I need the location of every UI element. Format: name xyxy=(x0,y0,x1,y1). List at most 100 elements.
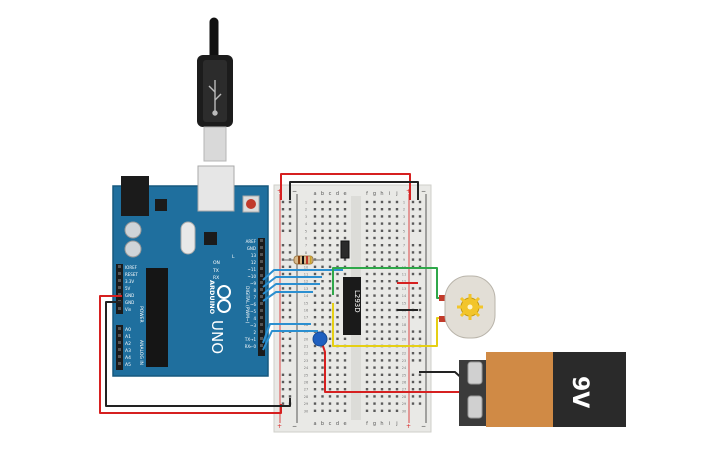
header-pin[interactable] xyxy=(118,341,121,344)
breadboard-hole[interactable] xyxy=(380,251,384,254)
breadboard-hole[interactable] xyxy=(336,200,339,204)
breadboard-hole[interactable] xyxy=(395,229,399,232)
breadboard-hole[interactable] xyxy=(395,208,399,211)
rail-hole[interactable] xyxy=(411,380,415,384)
breadboard-hole[interactable] xyxy=(343,208,347,211)
breadboard-hole[interactable] xyxy=(313,366,317,369)
breadboard-hole[interactable] xyxy=(321,294,324,297)
breadboard-hole[interactable] xyxy=(328,352,332,355)
breadboard-hole[interactable] xyxy=(373,373,376,376)
header-pin[interactable] xyxy=(118,362,121,365)
rail-hole[interactable] xyxy=(411,352,415,355)
rail-hole[interactable] xyxy=(418,402,422,405)
breadboard-hole[interactable] xyxy=(373,272,376,276)
breadboard-hole[interactable] xyxy=(336,308,339,312)
breadboard-hole[interactable] xyxy=(328,208,332,211)
rail-hole[interactable] xyxy=(281,373,285,376)
rail-hole[interactable] xyxy=(281,265,285,268)
breadboard-hole[interactable] xyxy=(343,359,347,362)
breadboard-hole[interactable] xyxy=(380,352,384,355)
l293d-chip[interactable]: L293D xyxy=(343,277,361,335)
breadboard-hole[interactable] xyxy=(365,244,369,247)
rail-hole[interactable] xyxy=(411,395,415,398)
breadboard-hole[interactable] xyxy=(388,337,391,340)
breadboard-hole[interactable] xyxy=(380,215,384,218)
breadboard-hole[interactable] xyxy=(343,366,347,369)
breadboard-hole[interactable] xyxy=(373,251,376,254)
rail-hole[interactable] xyxy=(411,222,415,225)
breadboard-hole[interactable] xyxy=(373,359,376,362)
breadboard-hole[interactable] xyxy=(395,380,399,384)
breadboard-hole[interactable] xyxy=(343,229,347,232)
breadboard-hole[interactable] xyxy=(395,388,399,391)
breadboard-hole[interactable] xyxy=(321,208,324,211)
breadboard-hole[interactable] xyxy=(336,280,339,283)
breadboard-hole[interactable] xyxy=(380,294,384,297)
breadboard-hole[interactable] xyxy=(343,402,347,405)
breadboard-hole[interactable] xyxy=(321,215,324,218)
breadboard-hole[interactable] xyxy=(380,236,384,240)
breadboard-hole[interactable] xyxy=(388,409,391,412)
breadboard-hole[interactable] xyxy=(321,222,324,225)
rail-hole[interactable] xyxy=(418,251,422,254)
breadboard-hole[interactable] xyxy=(343,215,347,218)
breadboard-hole[interactable] xyxy=(328,215,332,218)
breadboard-hole[interactable] xyxy=(380,208,384,211)
rail-hole[interactable] xyxy=(288,200,292,204)
breadboard-hole[interactable] xyxy=(388,330,391,333)
header-pin[interactable] xyxy=(260,323,263,326)
breadboard-hole[interactable] xyxy=(388,323,391,326)
breadboard-hole[interactable] xyxy=(365,208,369,211)
rail-hole[interactable] xyxy=(418,258,422,261)
breadboard-hole[interactable] xyxy=(395,272,399,276)
breadboard-hole[interactable] xyxy=(313,301,317,304)
rail-hole[interactable] xyxy=(411,208,415,211)
breadboard-hole[interactable] xyxy=(388,366,391,369)
breadboard-hole[interactable] xyxy=(388,373,391,376)
breadboard-hole[interactable] xyxy=(388,301,391,304)
breadboard-hole[interactable] xyxy=(343,222,347,225)
breadboard-hole[interactable] xyxy=(336,388,339,391)
breadboard-hole[interactable] xyxy=(373,402,376,405)
breadboard-hole[interactable] xyxy=(313,352,317,355)
breadboard-hole[interactable] xyxy=(373,280,376,283)
breadboard-hole[interactable] xyxy=(313,251,317,254)
breadboard-hole[interactable] xyxy=(388,316,391,319)
breadboard-hole[interactable] xyxy=(373,244,376,247)
rail-hole[interactable] xyxy=(281,395,285,398)
breadboard-hole[interactable] xyxy=(395,352,399,355)
breadboard-hole[interactable] xyxy=(365,402,369,405)
header-pin[interactable] xyxy=(118,348,121,351)
breadboard-hole[interactable] xyxy=(336,380,339,384)
breadboard-hole[interactable] xyxy=(321,373,324,376)
wire-red-battery[interactable] xyxy=(320,339,466,393)
breadboard-hole[interactable] xyxy=(336,352,339,355)
breadboard-hole[interactable] xyxy=(365,258,369,261)
breadboard-hole[interactable] xyxy=(321,330,324,333)
rail-hole[interactable] xyxy=(281,308,285,312)
dc-motor[interactable] xyxy=(439,275,496,339)
breadboard-hole[interactable] xyxy=(373,200,376,204)
breadboard-hole[interactable] xyxy=(395,359,399,362)
breadboard-hole[interactable] xyxy=(328,409,332,412)
breadboard-hole[interactable] xyxy=(343,200,347,204)
rail-hole[interactable] xyxy=(288,229,292,232)
breadboard-hole[interactable] xyxy=(321,244,324,247)
breadboard-hole[interactable] xyxy=(395,215,399,218)
breadboard-hole[interactable] xyxy=(313,215,317,218)
breadboard-hole[interactable] xyxy=(328,402,332,405)
rail-hole[interactable] xyxy=(288,222,292,225)
breadboard-hole[interactable] xyxy=(365,366,369,369)
breadboard-hole[interactable] xyxy=(321,265,324,268)
header-pin[interactable] xyxy=(260,309,263,312)
breadboard-hole[interactable] xyxy=(321,280,324,283)
breadboard-hole[interactable] xyxy=(328,301,332,304)
breadboard-hole[interactable] xyxy=(321,236,324,240)
header-pin[interactable] xyxy=(118,334,121,337)
rail-hole[interactable] xyxy=(288,287,292,290)
rail-hole[interactable] xyxy=(418,272,422,276)
rail-hole[interactable] xyxy=(411,388,415,391)
rail-hole[interactable] xyxy=(281,251,285,254)
rail-hole[interactable] xyxy=(281,402,285,405)
breadboard-hole[interactable] xyxy=(343,272,347,276)
